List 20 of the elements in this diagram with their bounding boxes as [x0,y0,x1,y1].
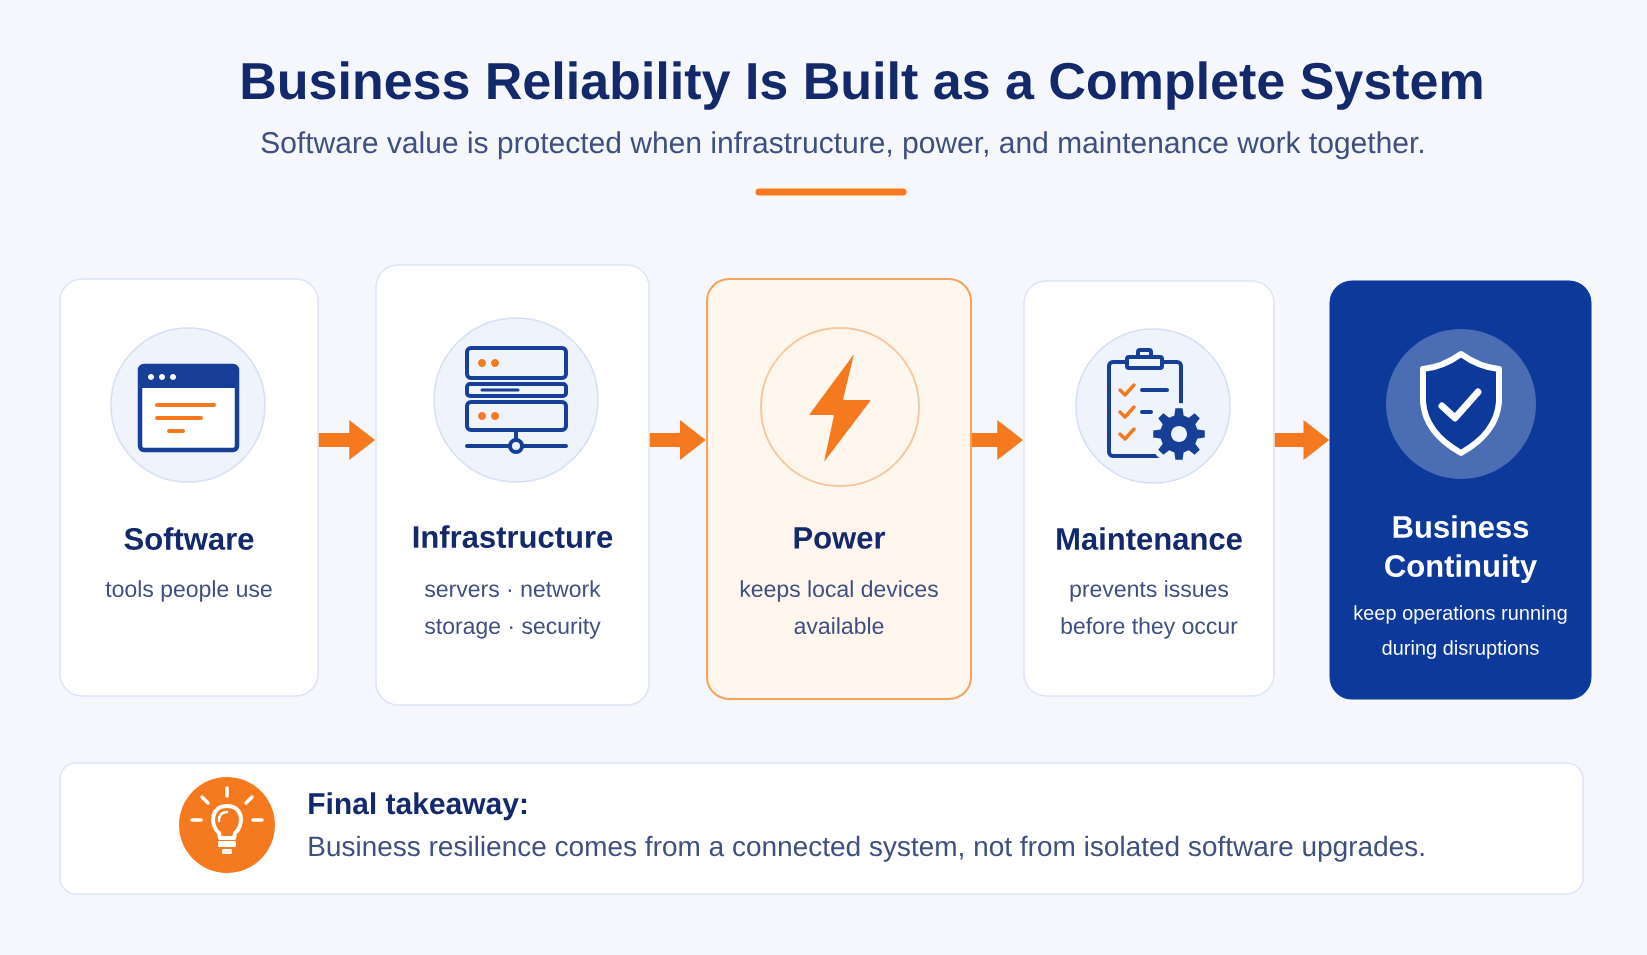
takeaway-heading: Final takeaway: [309,792,527,821]
card-title: Infrastructure [413,525,613,548]
step-card [1329,280,1592,700]
title: Business Reliability Is Built as a Complete System [242,61,1482,110]
card-title: Software [124,527,254,550]
takeaway-panel [59,762,1584,895]
step-card [1023,280,1275,697]
card-description: servers · network storage · security [424,580,601,639]
step-card [59,278,319,697]
card-title: Power [794,527,886,549]
card-description: keeps local devices available [740,580,938,635]
subtitle: Software value is protected when infrastructure, power, and maintenance work together. [261,131,1423,160]
card-description: tools people use [105,580,272,602]
step-card [706,278,972,700]
card-title: Maintenance [1057,527,1242,550]
card-description: keep operations running during disruptions [1354,605,1567,659]
card-description: prevents issues before they occur [1061,580,1238,639]
step-card [375,264,650,706]
card-title: Business Continuity [1385,515,1537,584]
takeaway-text: Business resilience comes from a connected system, not from isolated software upgrades. [309,835,1424,862]
